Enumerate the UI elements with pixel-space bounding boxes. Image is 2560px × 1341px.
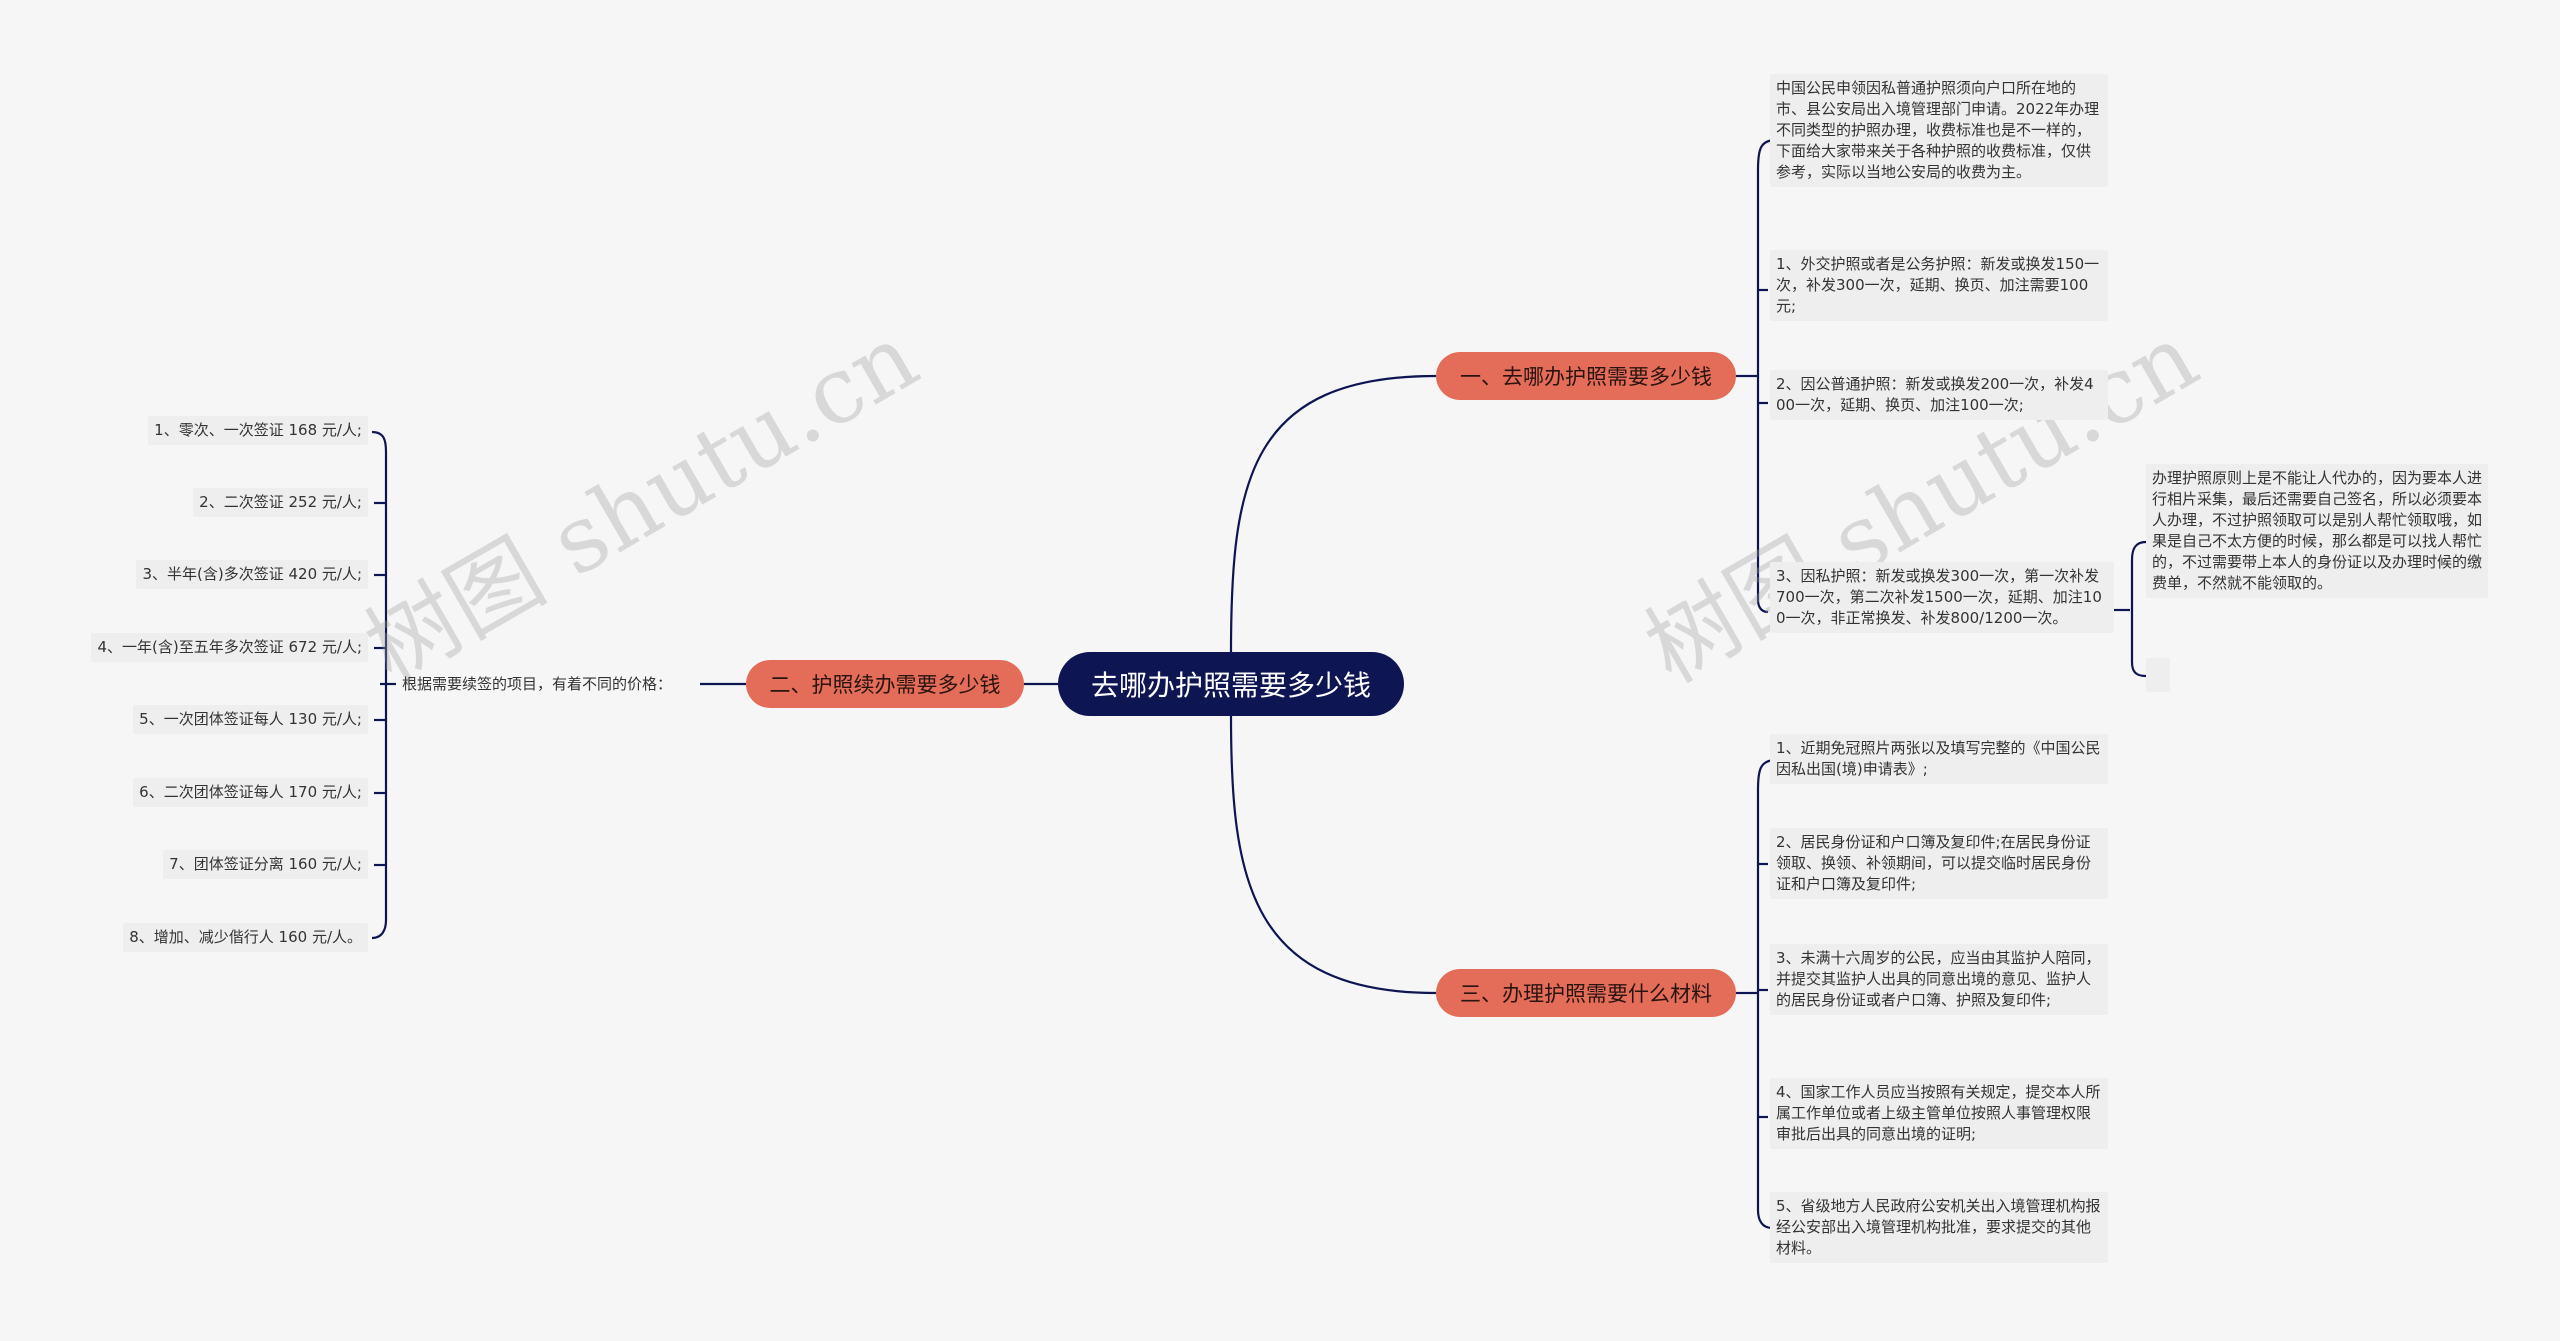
- branch-topic-2[interactable]: 二、护照续办需要多少钱: [746, 660, 1024, 708]
- leaf-item[interactable]: 8、增加、减少偕行人 160 元/人。: [123, 923, 368, 952]
- leaf-subnote[interactable]: 办理护照原则上是不能让人代办的，因为要本人进行相片采集，最后还需要自己签名，所以…: [2146, 464, 2488, 598]
- leaf-item[interactable]: 5、一次团体签证每人 130 元/人;: [133, 705, 368, 734]
- leaf-item[interactable]: 4、一年(含)至五年多次签证 672 元/人;: [91, 633, 368, 662]
- leaf-item[interactable]: 2、因公普通护照：新发或换发200一次，补发400一次，延期、换页、加注100一…: [1770, 370, 2108, 420]
- root-topic[interactable]: 去哪办护照需要多少钱: [1058, 652, 1404, 716]
- branch-topic-1[interactable]: 一、去哪办护照需要多少钱: [1436, 352, 1736, 400]
- leaf-item[interactable]: 5、省级地方人民政府公安机关出入境管理机构报经公安部出入境管理机构批准，要求提交…: [1770, 1192, 2108, 1263]
- leaf-item[interactable]: 3、半年(含)多次签证 420 元/人;: [136, 560, 368, 589]
- leaf-item[interactable]: 中国公民申领因私普通护照须向户口所在地的市、县公安局出入境管理部门申请。2022…: [1770, 74, 2108, 187]
- leaf-item[interactable]: 2、二次签证 252 元/人;: [193, 488, 368, 517]
- leaf-item[interactable]: 1、外交护照或者是公务护照：新发或换发150一次，补发300一次，延期、换页、加…: [1770, 250, 2108, 321]
- branch-topic-3[interactable]: 三、办理护照需要什么材料: [1436, 969, 1736, 1017]
- leaf-empty[interactable]: [2146, 658, 2170, 692]
- leaf-item[interactable]: 1、零次、一次签证 168 元/人;: [148, 416, 368, 445]
- leaf-item[interactable]: 6、二次团体签证每人 170 元/人;: [133, 778, 368, 807]
- leaf-item[interactable]: 7、团体签证分离 160 元/人;: [163, 850, 368, 879]
- leaf-item[interactable]: 1、近期免冠照片两张以及填写完整的《中国公民因私出国(境)申请表》;: [1770, 734, 2108, 784]
- leaf-item[interactable]: 3、未满十六周岁的公民，应当由其监护人陪同，并提交其监护人出具的同意出境的意见、…: [1770, 944, 2108, 1015]
- leaf-item[interactable]: 3、因私护照：新发或换发300一次，第一次补发700一次，第二次补发1500一次…: [1770, 562, 2114, 633]
- leaf-item[interactable]: 2、居民身份证和户口簿及复印件;在居民身份证领取、换领、补领期间，可以提交临时居…: [1770, 828, 2108, 899]
- branch-intro[interactable]: 根据需要续签的项目，有着不同的价格：: [402, 675, 673, 693]
- leaf-item[interactable]: 4、国家工作人员应当按照有关规定，提交本人所属工作单位或者上级主管单位按照人事管…: [1770, 1078, 2108, 1149]
